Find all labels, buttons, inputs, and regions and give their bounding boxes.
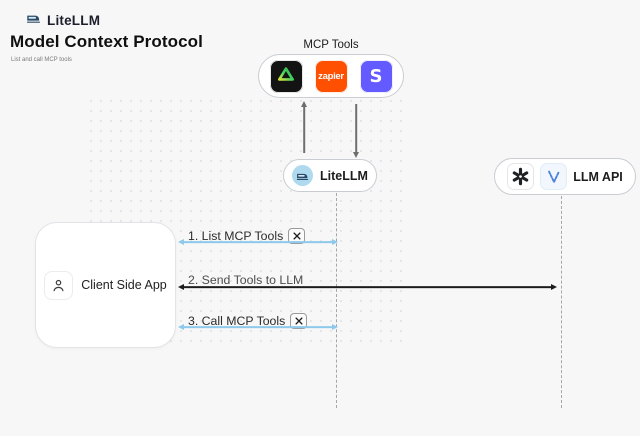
train-icon [26, 10, 41, 30]
arrow-call-mcp-tools [178, 323, 338, 331]
brand: LiteLLM [26, 10, 100, 30]
zapier-wordmark: zapier [318, 70, 344, 82]
arrow-send-tools-to-llm [178, 283, 557, 291]
page-subtitle: List and call MCP tools [11, 57, 72, 63]
llm-api-lifeline [561, 196, 562, 408]
zapier-logo: zapier [314, 59, 348, 93]
brand-label: LiteLLM [47, 12, 101, 28]
mcp-tools-box: zapier S [258, 54, 404, 98]
arrow-mcp-to-litellm [352, 99, 360, 158]
hammer-wrench-icon [290, 313, 308, 329]
stripe-s-letter: S [369, 65, 383, 87]
step-3-label-row: 3. Call MCP Tools [188, 313, 308, 329]
person-icon [44, 270, 74, 300]
step-1-label-row: 1. List MCP Tools [188, 228, 306, 244]
client-side-app-label: Client Side App [81, 278, 167, 292]
page-title: Model Context Protocol [10, 32, 203, 51]
step-1-label: 1. List MCP Tools [188, 229, 284, 243]
stripe-logo: S [359, 59, 393, 93]
openai-logo [507, 163, 535, 190]
arrow-list-mcp-tools [178, 238, 338, 246]
step-3-label: 3. Call MCP Tools [188, 314, 286, 328]
mcp-tools-label: MCP Tools [303, 39, 359, 51]
litellm-train-icon [292, 165, 314, 186]
client-side-app-node: Client Side App [35, 222, 176, 348]
arrow-litellm-to-mcp [300, 101, 308, 158]
step-2-label: 2. Send Tools to LLM [188, 273, 304, 287]
llm-api-node-label: LLM API [573, 169, 623, 184]
litellm-node: LiteLLM [283, 159, 377, 192]
green-triangle-icon [276, 64, 296, 89]
litellm-node-label: LiteLLM [320, 168, 368, 183]
litellm-lifeline [336, 193, 337, 408]
green-triangle-tool-logo [269, 59, 303, 93]
hammer-wrench-icon [288, 228, 306, 244]
step-2-label-row: 2. Send Tools to LLM [188, 273, 303, 287]
blue-dashed-v-icon [540, 163, 568, 190]
llm-api-node: LLM API [494, 158, 636, 195]
